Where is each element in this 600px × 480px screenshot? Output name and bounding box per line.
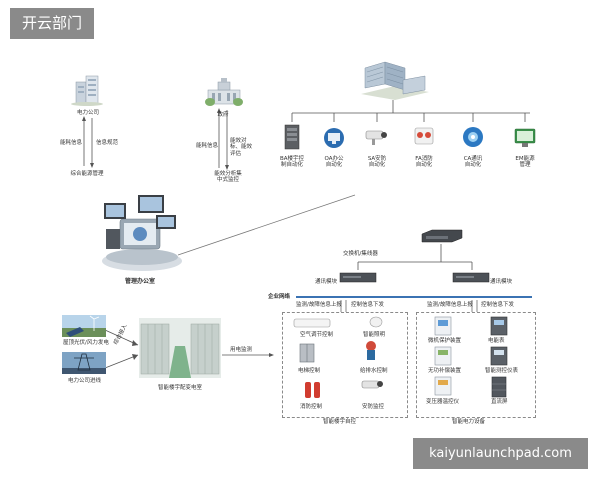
office-building-icon xyxy=(355,58,433,102)
device-label-energy-meter: 电能表 xyxy=(488,338,505,344)
device-label-reactive-compensation: 无功补偿装置 xyxy=(428,368,462,374)
device-label-dc-panel: 直流屏 xyxy=(491,399,508,405)
management-office-icon xyxy=(98,185,184,273)
device-label-smart-meter: 智能测控仪表 xyxy=(485,368,519,374)
fa-fire-alarm-icon xyxy=(413,124,435,148)
comm-module-left-icon xyxy=(339,270,377,284)
grid-label: 电力公司进线 xyxy=(68,378,102,384)
system-label-ba: BA楼宇控 制自动化 xyxy=(274,156,310,169)
building-group-label: 智能楼宇自控 xyxy=(323,419,357,425)
security-camera-icon xyxy=(360,378,386,394)
switch-hub-icon xyxy=(420,228,464,244)
government-title: 政府 xyxy=(217,112,229,118)
government-right-arrow-label: 能效对标、能效评估 xyxy=(230,138,253,157)
power-monitoring-label: 用电监测 xyxy=(230,347,253,353)
device-label-fire-control: 消防控制 xyxy=(300,404,323,410)
right-network-up-label: 监测/故障信息上报 xyxy=(427,302,473,308)
substation-label: 智能楼宇配变电室 xyxy=(158,385,203,391)
em-energy-management-icon xyxy=(513,127,537,149)
device-label-transformer-temp: 变压器温控仪 xyxy=(426,399,460,405)
power-group-label: 智能电力设备 xyxy=(452,419,486,425)
dc-panel-icon xyxy=(489,376,509,398)
system-ca-sub: 自动化 xyxy=(464,162,482,169)
power-equipment-group xyxy=(416,312,536,418)
device-label-elevator: 电梯控制 xyxy=(298,368,321,374)
left-network-up-label: 监测/故障信息上报 xyxy=(296,302,342,308)
system-label-sa: SA安防 自动化 xyxy=(361,156,393,169)
reactive-compensation-icon xyxy=(433,346,453,366)
system-oa-code: OA办公 xyxy=(324,156,344,162)
system-ba-sub: 制自动化 xyxy=(280,162,303,169)
system-label-em: EM能源 管理 xyxy=(509,156,541,169)
power-company-bottom-label: 综合能源管理 xyxy=(70,171,104,177)
power-company-left-arrow-label: 能耗信息 xyxy=(60,140,83,146)
system-ba-code: BA楼宇控 xyxy=(279,156,305,162)
device-label-air-conditioning: 空气调节控制 xyxy=(300,332,334,338)
fire-extinguisher-icon xyxy=(302,377,324,399)
watermark-tag: kaiyunlaunchpad.com xyxy=(413,438,588,469)
power-company-right-arrow-label: 信息规范 xyxy=(96,140,119,146)
system-label-ca: CA通讯 自动化 xyxy=(457,156,489,169)
system-fa-code: FA消防 xyxy=(415,156,433,162)
government-left-arrow-label: 能耗信息 xyxy=(196,143,219,149)
relay-protection-icon xyxy=(433,316,453,336)
brand-tag: 开云部门 xyxy=(10,8,94,39)
oa-office-icon xyxy=(322,126,346,150)
system-label-fa: FA消防 自动化 xyxy=(408,156,440,169)
smart-meter-icon xyxy=(489,346,509,366)
sa-security-camera-icon xyxy=(364,127,390,147)
system-sa-sub: 自动化 xyxy=(368,162,386,169)
smart-light-icon xyxy=(368,315,384,329)
system-em-code: EM能源 xyxy=(515,156,535,162)
comm-module-right-label: 通讯模块 xyxy=(490,279,513,285)
device-label-smart-lighting: 智能照明 xyxy=(363,332,386,338)
government-building-icon xyxy=(204,76,244,106)
power-company-building-icon xyxy=(70,72,104,106)
comm-module-left-label: 通讯模块 xyxy=(315,279,338,285)
transformer-temp-controller-icon xyxy=(433,376,453,396)
system-ca-code: CA通讯 xyxy=(463,156,483,162)
device-label-relay-protection: 微机保护装置 xyxy=(428,338,462,344)
energy-meter-icon xyxy=(489,316,509,336)
solar-wind-label: 屋顶光伏/风力发电 xyxy=(63,340,109,346)
air-conditioner-icon xyxy=(293,318,331,328)
system-label-oa: OA办公 自动化 xyxy=(318,156,350,169)
system-oa-sub: 自动化 xyxy=(325,162,343,169)
left-network-down-label: 控制信息下发 xyxy=(351,302,385,308)
system-sa-code: SA安防 xyxy=(367,156,387,162)
grid-line-photo xyxy=(62,352,106,374)
device-label-security-monitoring: 安防监控 xyxy=(362,404,385,410)
management-office-label: 管理办公室 xyxy=(125,278,156,285)
water-supply-control-icon xyxy=(361,340,381,362)
ca-communication-icon xyxy=(462,125,484,149)
system-em-sub: 管理 xyxy=(519,162,531,169)
device-label-water-supply: 给排水控制 xyxy=(360,368,388,374)
solar-wind-photo xyxy=(62,315,106,337)
government-bottom-label: 能效分析集中式监控 xyxy=(214,171,242,184)
ba-building-control-icon xyxy=(282,123,302,151)
enterprise-network-label: 企业网络 xyxy=(268,294,291,300)
system-fa-sub: 自动化 xyxy=(415,162,433,169)
switch-label: 交换机/集线器 xyxy=(343,251,378,257)
comm-module-right-icon xyxy=(452,270,490,284)
right-network-down-label: 控制信息下发 xyxy=(481,302,515,308)
elevator-control-icon xyxy=(299,343,315,363)
substation-room-photo xyxy=(139,318,221,378)
power-company-title: 电力公司 xyxy=(76,110,99,116)
building-automation-group xyxy=(282,312,408,418)
